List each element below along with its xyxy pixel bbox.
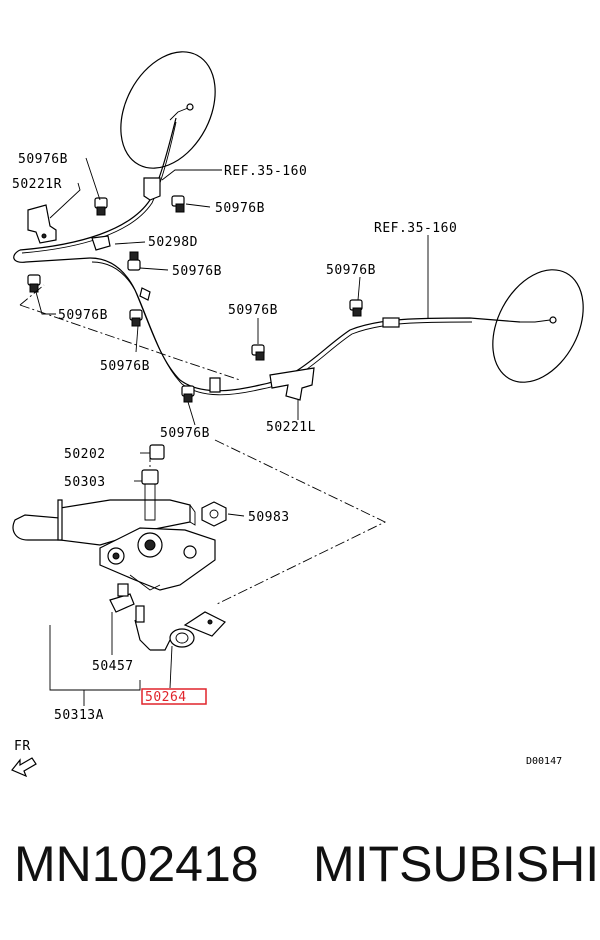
label-50976b-left: 50976B (58, 308, 108, 323)
label-50313a: 50313A (54, 708, 104, 723)
rear-brake-disc-right (492, 269, 584, 383)
label-50976b-mid: 50976B (172, 264, 222, 279)
bolt-icon-1 (94, 197, 108, 216)
part-50457-shape (109, 583, 135, 613)
label-50221l: 50221L (266, 420, 316, 435)
bolt-icon-8 (181, 385, 195, 403)
parking-brake-exploded-diagram: 50976B 50221R REF.35-160 50976B REF.35-1… (11, 51, 584, 778)
leader-lines-bottom (49, 452, 245, 706)
part-50202-shape (149, 444, 165, 460)
brand-name-text: MITSUBISHI (313, 836, 600, 892)
label-fr: FR (14, 739, 31, 754)
label-ref-top: REF.35-160 (224, 164, 307, 179)
label-50976b-top-left: 50976B (18, 152, 68, 167)
bolt-icon-4 (27, 274, 41, 293)
cable-guide-mid (139, 287, 221, 393)
label-50976b-right: 50976B (326, 263, 376, 278)
bolt-icon-2 (171, 195, 185, 213)
bracket-50221r-shape (27, 204, 57, 244)
cable-adjuster-50264 (134, 605, 226, 651)
bolt-icon-6 (251, 344, 265, 361)
label-50264: 50264 (145, 690, 187, 705)
label-50298d: 50298D (148, 235, 198, 250)
label-50976b-top-mid: 50976B (215, 201, 265, 216)
assembly-outline (19, 284, 387, 606)
label-50983: 50983 (248, 510, 290, 525)
diagram-code: D00147 (526, 756, 562, 767)
label-50221r: 50221R (12, 177, 62, 192)
part-caption: MN102418 MITSUBISHI (0, 835, 600, 905)
bolt-icon-5 (129, 309, 143, 327)
bolt-icon-3 (127, 251, 141, 271)
parking-brake-lever (12, 499, 196, 546)
label-50976b-bottom: 50976B (160, 426, 210, 441)
front-direction-arrow-icon (11, 757, 37, 778)
label-50457: 50457 (92, 659, 134, 674)
lever-base-bracket (99, 527, 216, 591)
bracket-50221l-shape (269, 367, 315, 401)
nut-50983-icon (201, 501, 227, 527)
clip-50298d-shape (91, 235, 111, 251)
bracket-top-cable (143, 177, 161, 201)
label-50976b-lower-mid: 50976B (100, 359, 150, 374)
label-50976b-center: 50976B (228, 303, 278, 318)
label-50303: 50303 (64, 475, 106, 490)
highlight-box-50264 (141, 688, 207, 705)
rear-brake-disc-left (120, 51, 216, 169)
label-ref-right: REF.35-160 (374, 221, 457, 236)
part-number-text: MN102418 (14, 836, 259, 892)
bolt-icon-7 (349, 299, 363, 317)
label-50202: 50202 (64, 447, 106, 462)
leader-lines-top (35, 157, 429, 426)
part-50303-shape (141, 469, 159, 521)
